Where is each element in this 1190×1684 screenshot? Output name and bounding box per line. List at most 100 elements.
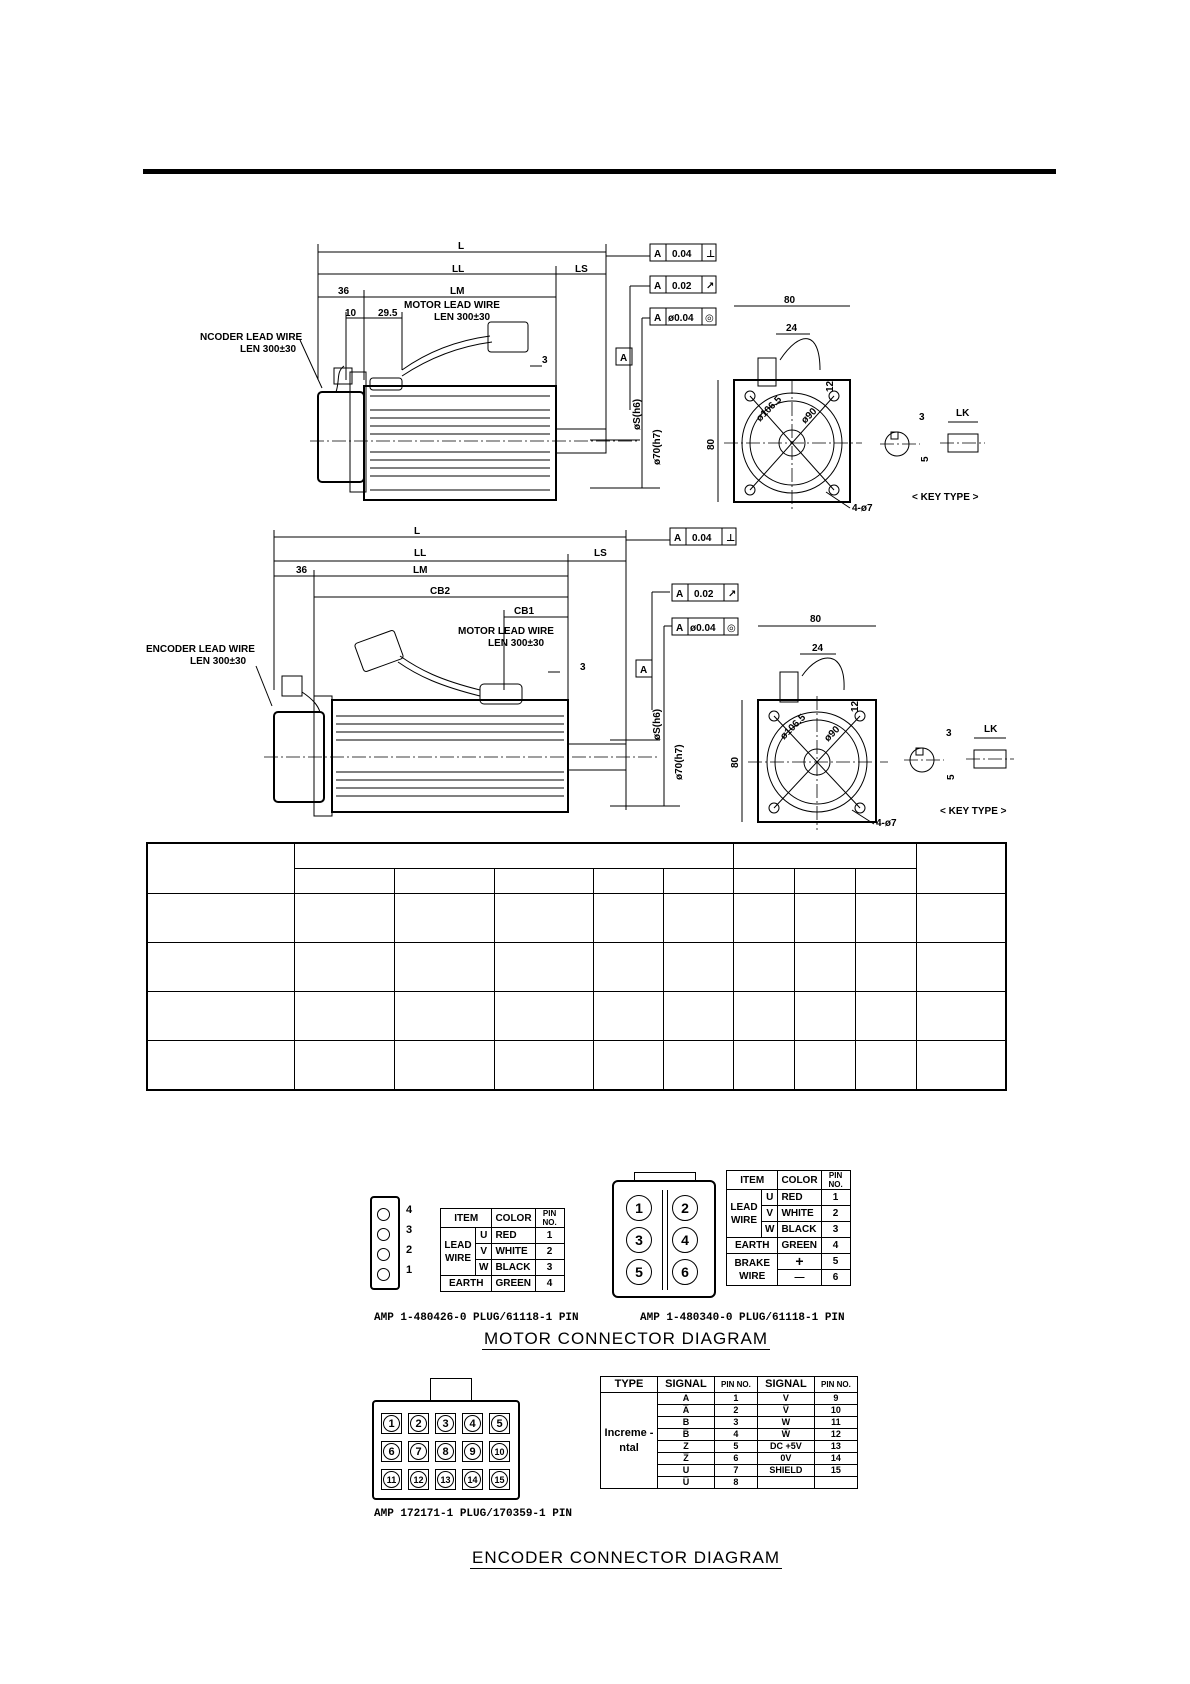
header-color: COLOR — [777, 1170, 822, 1190]
header-pin: PIN NO. — [713, 1376, 758, 1393]
encoder-connector-title: ENCODER CONNECTOR DIAGRAM — [470, 1548, 783, 1569]
dim-3: 3 — [542, 355, 548, 366]
cell: 5 — [820, 1253, 851, 1270]
tol-datum-3: A — [654, 313, 661, 324]
pin-number: 4 — [406, 1204, 413, 1216]
motor-lead-label: MOTOR LEAD WIRE — [404, 300, 500, 311]
front-height-80: 80 — [706, 438, 717, 450]
spec-header-cell — [733, 842, 917, 869]
tol-datum-b2: A — [676, 589, 683, 600]
pin: 7 — [410, 1443, 427, 1460]
tol-concentricity: ø0.04 — [668, 313, 694, 324]
cell: W — [756, 1416, 815, 1429]
brake-wire-label: BRAKE WIRE — [725, 1253, 779, 1286]
dim-LL-2: LL — [414, 548, 426, 559]
front-holes-2: 4-ø7 — [876, 818, 897, 829]
cell — [813, 1476, 859, 1489]
motor-front-view — [717, 305, 862, 510]
key-dim-LK: LK — [956, 408, 970, 419]
cell: V — [474, 1243, 493, 1260]
tol-concentricity-2: ø0.04 — [690, 623, 716, 634]
concentricity-icon: ◎ — [727, 623, 736, 634]
motor-lead-len: LEN 300±30 — [434, 312, 491, 323]
pin: 1 — [383, 1415, 400, 1432]
tol-datum-2: A — [654, 281, 661, 292]
cell: RED — [491, 1227, 536, 1244]
encoder-lead-label-2: ENCODER LEAD WIRE — [146, 644, 255, 655]
cell: 12 — [813, 1428, 859, 1441]
cell: W̅ — [756, 1428, 815, 1441]
pin-2: 2 — [672, 1195, 698, 1221]
cell: A̅ — [657, 1404, 715, 1417]
key-dim-3: 3 — [919, 412, 925, 423]
cell: 7 — [713, 1464, 758, 1477]
cell: 10 — [813, 1404, 859, 1417]
front-dim-24-2: 24 — [812, 643, 824, 654]
cell: 4 — [713, 1428, 758, 1441]
motor-lead-label-2: MOTOR LEAD WIRE — [458, 626, 554, 637]
front-dim-24: 24 — [786, 323, 798, 334]
pin-number: 1 — [406, 1264, 413, 1276]
cell: + — [777, 1253, 822, 1270]
header-item: ITEM — [439, 1208, 493, 1228]
motor-connector-caption-right: AMP 1-480340-0 PLUG/61118-1 PIN — [640, 1312, 845, 1324]
dim-36-2: 36 — [296, 565, 308, 576]
cell: BLACK — [777, 1221, 822, 1238]
cell: 6 — [713, 1452, 758, 1465]
motor-connector-caption-left: AMP 1-480426-0 PLUG/61118-1 PIN — [374, 1312, 579, 1324]
perpendicular-icon: ⊥ — [726, 533, 735, 544]
shaft-s-label-2: øS(h6) — [652, 709, 663, 740]
cell: 0V — [756, 1452, 815, 1465]
dim-36: 36 — [338, 286, 350, 297]
cell: EARTH — [439, 1275, 493, 1292]
cell: WHITE — [491, 1243, 536, 1260]
front-dim-12-2: 12 — [850, 700, 861, 712]
encoder-lead-len: LEN 300±30 — [240, 344, 297, 355]
cell — [756, 1476, 815, 1489]
dim-LM-2: LM — [413, 565, 427, 576]
flange-70-label-2: ø70(h7) — [674, 744, 685, 780]
encoder-connector-body — [372, 1400, 520, 1500]
lead-wire-label: LEAD WIRE — [440, 1227, 476, 1276]
header-color: COLOR — [491, 1208, 536, 1228]
cell: U — [760, 1189, 779, 1206]
dim-LS-2: LS — [594, 548, 607, 559]
front-dim-12: 12 — [825, 380, 836, 392]
key-type-detail — [880, 421, 985, 457]
spec-table — [146, 842, 1007, 1091]
flange-70-label: ø70(h7) — [652, 429, 663, 465]
tol-runout: 0.02 — [672, 281, 692, 292]
cell: U — [474, 1227, 493, 1244]
dim-CB2: CB2 — [430, 586, 450, 597]
cell: 8 — [713, 1476, 758, 1489]
cell: 3 — [820, 1221, 851, 1238]
key-dim-3-2: 3 — [946, 728, 952, 739]
spec-header-cell — [294, 842, 735, 869]
motor-side-view — [310, 321, 640, 501]
pin: 6 — [383, 1443, 400, 1460]
pin: 14 — [464, 1471, 481, 1488]
tol-perpendicularity: 0.04 — [672, 249, 692, 260]
key-type-label: < KEY TYPE > — [912, 492, 979, 503]
cell: 4 — [534, 1275, 565, 1292]
cell: 4 — [820, 1237, 851, 1254]
cell: EARTH — [725, 1237, 779, 1254]
cell: 13 — [813, 1440, 859, 1453]
encoder-connector-latch — [430, 1378, 472, 1400]
spec-header-cell — [915, 842, 1007, 894]
pin: 9 — [464, 1443, 481, 1460]
dim-LM: LM — [450, 286, 464, 297]
pin: 3 — [437, 1415, 454, 1432]
cell: SHIELD — [756, 1464, 815, 1477]
cell: Z — [657, 1440, 715, 1453]
cell: 1 — [534, 1227, 565, 1244]
pin: 11 — [383, 1471, 400, 1488]
cell: BLACK — [491, 1259, 536, 1276]
cell: DC +5V — [756, 1440, 815, 1453]
cell: 6 — [820, 1269, 851, 1286]
dim-10: 10 — [345, 308, 357, 319]
cell: W — [760, 1221, 779, 1238]
pin: 2 — [410, 1415, 427, 1432]
